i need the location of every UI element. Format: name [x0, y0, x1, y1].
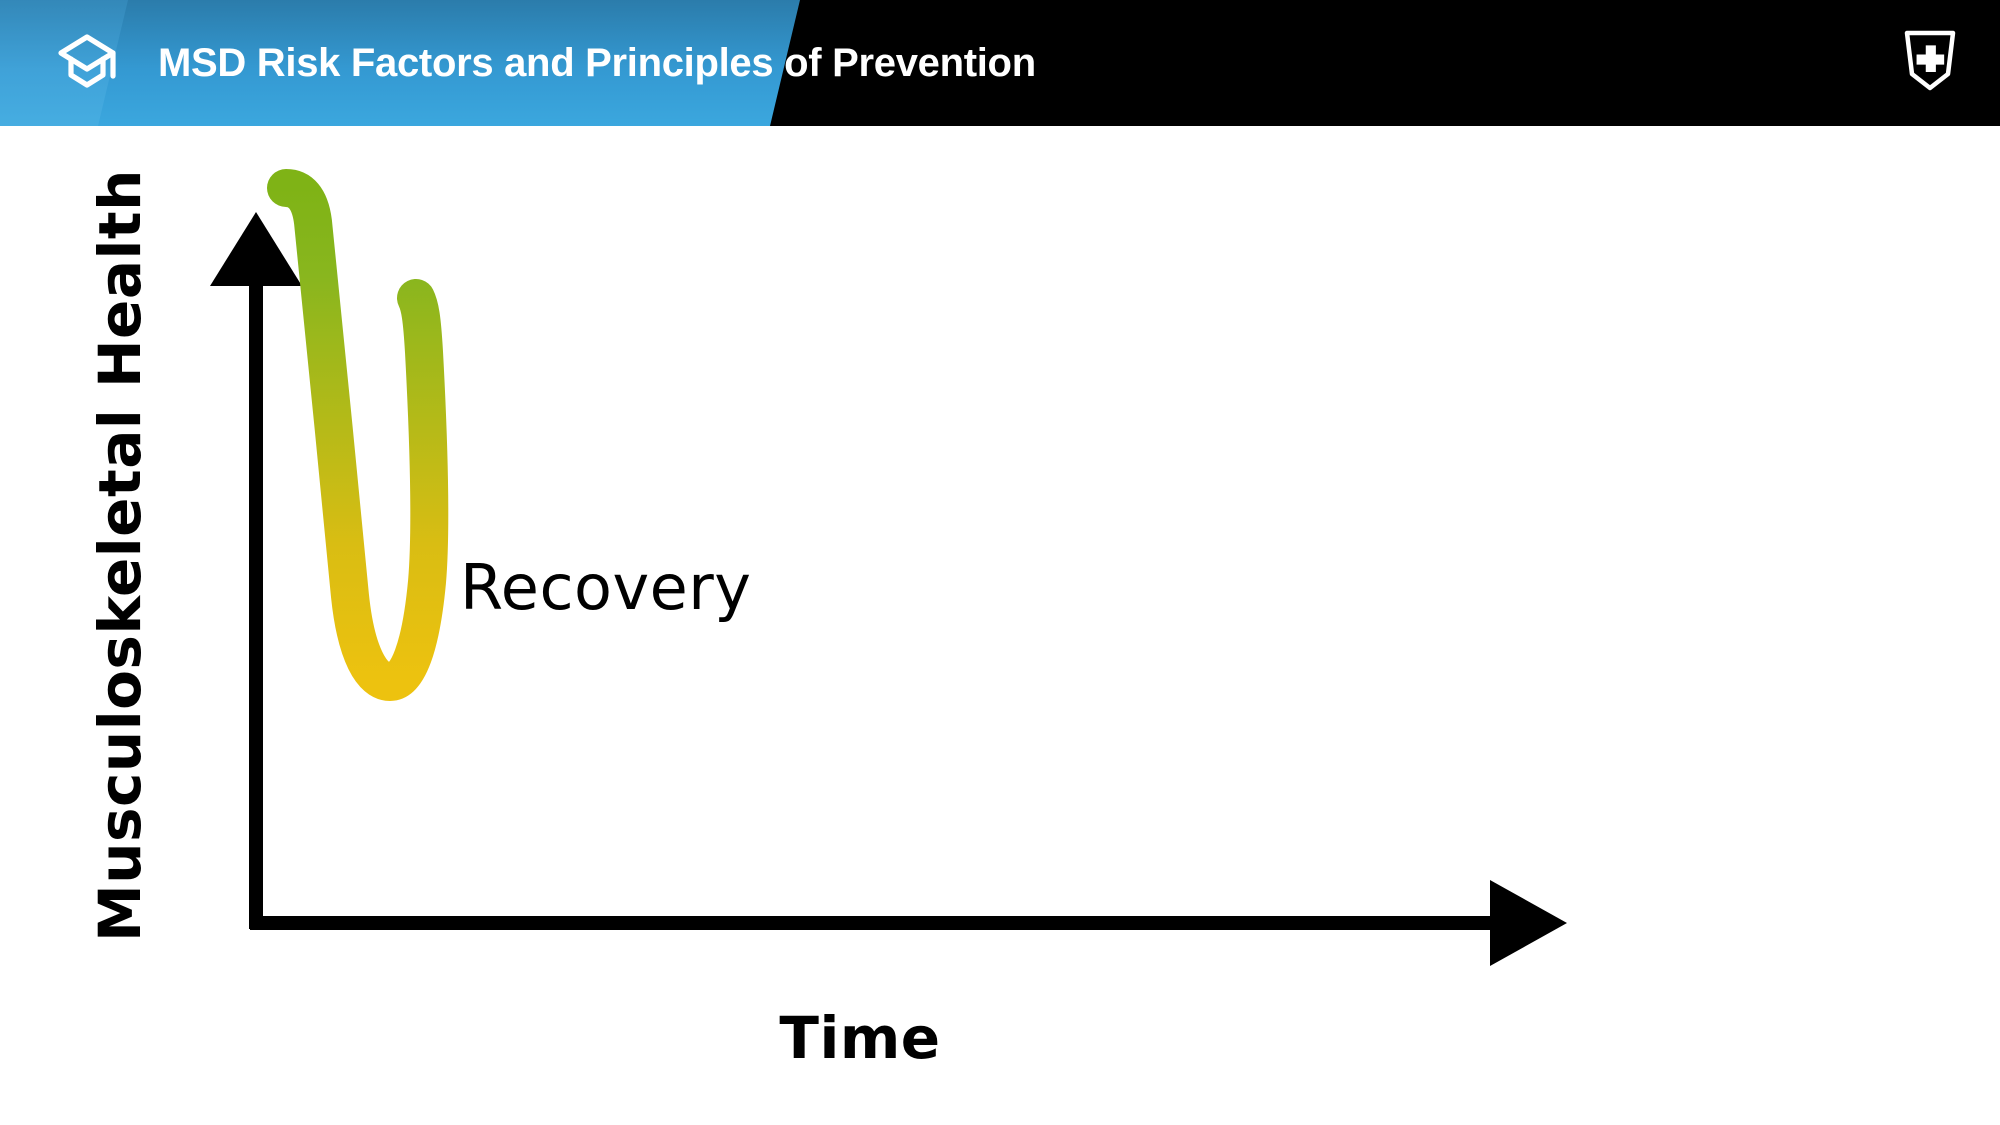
shield-plus-icon: [1902, 28, 1958, 92]
recovery-annotation: Recovery: [460, 551, 752, 624]
slide-header: MSD Risk Factors and Principles of Preve…: [0, 0, 2000, 126]
y-axis: [210, 212, 302, 929]
page-title: MSD Risk Factors and Principles of Preve…: [158, 41, 1036, 85]
header-blue-panel: [0, 0, 800, 126]
health-curve: [267, 169, 449, 701]
x-axis-label: Time: [779, 1004, 941, 1072]
chart-canvas: Musculoskeletal Health Time Recovery: [0, 126, 2000, 1125]
x-axis: [250, 880, 1567, 966]
chart-graphic: [210, 169, 1567, 966]
y-axis-label: Musculoskeletal Health: [86, 169, 154, 942]
graduation-cap-icon: [51, 26, 123, 98]
